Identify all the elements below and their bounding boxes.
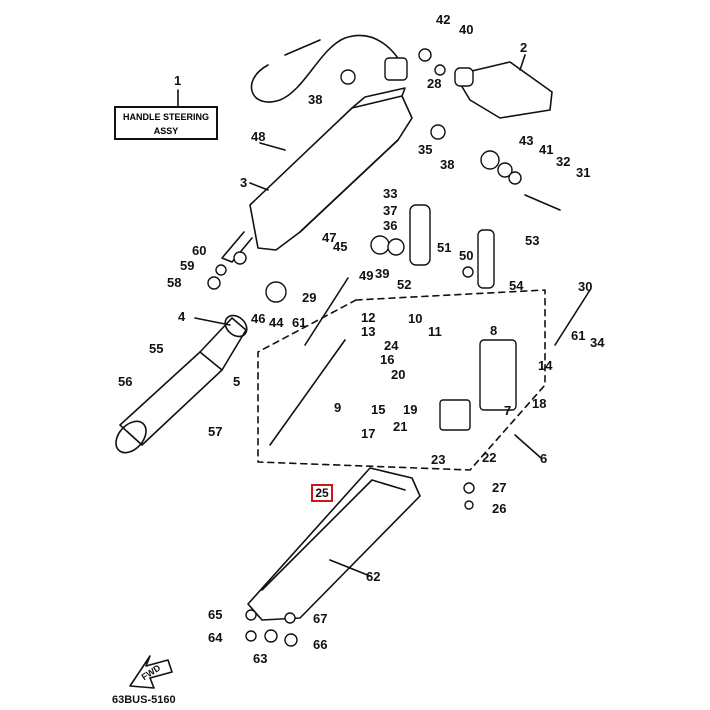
part-label-41: 41 [539,142,553,157]
part-label-18: 18 [532,396,546,411]
part-label-10: 10 [408,311,422,326]
subassembly-outline [257,289,546,471]
part-label-2: 2 [520,40,527,55]
part-label-9: 9 [334,400,341,415]
part-label-31: 31 [576,165,590,180]
part-label-40: 40 [459,22,473,37]
part-label-4: 4 [178,309,186,324]
part-label-54: 54 [509,278,524,293]
part-label-44: 44 [269,315,284,330]
part-label-20: 20 [391,367,405,382]
part-label-32: 32 [556,154,570,169]
part-label-19: 19 [403,402,417,417]
part-label-42: 42 [436,12,450,27]
part-label-14: 14 [538,358,553,373]
part-label-66: 66 [313,637,327,652]
part-label-59: 59 [180,258,194,273]
part-label-65: 65 [208,607,222,622]
part-label-16: 16 [380,352,394,367]
part-label-15: 15 [371,402,385,417]
part-label-67: 67 [313,611,327,626]
base-plate [247,467,421,621]
part-label-56: 56 [118,374,132,389]
part-label-3: 3 [240,175,247,190]
part-label-23: 23 [431,452,445,467]
part-label-52: 52 [397,277,411,292]
part-label-50: 50 [459,248,473,263]
part-label-43: 43 [519,133,533,148]
part-label-5: 5 [233,374,240,389]
part-label-28: 28 [427,76,441,91]
fwd-arrow-outline [129,655,173,689]
part-label-37: 37 [383,203,397,218]
part-label-21: 21 [393,419,407,434]
part-label-46: 46 [251,311,265,326]
link-rod [304,277,349,346]
part-label-61: 61 [292,315,306,330]
part-label-7: 7 [504,403,511,418]
part-label-29: 29 [302,290,316,305]
highlighted-part-callout[interactable]: 25 [311,484,333,502]
part-label-36: 36 [383,218,397,233]
part-label-62: 62 [366,569,380,584]
part-label-38: 38 [308,92,322,107]
part-label-60: 60 [192,243,206,258]
part-label-1: 1 [174,73,181,88]
part-label-39: 39 [375,266,389,281]
diagram-code: 63BUS-5160 [112,694,176,706]
part-label-58: 58 [167,275,181,290]
part-label-30: 30 [578,279,592,294]
part-label-13: 13 [361,324,375,339]
shift-rod [554,289,591,346]
control-rod [269,339,346,446]
part-label-27: 27 [492,480,506,495]
part-label-61-right: 61 [571,328,585,343]
pivot-bracket [454,61,553,119]
part-label-35: 35 [418,142,432,157]
part-label-48: 48 [251,129,265,144]
tiller-grip [221,231,253,263]
part-label-33: 33 [383,186,397,201]
part-label-47: 47 [322,230,336,245]
part-label-22: 22 [482,450,496,465]
assembly-title-line2: ASSY [153,126,179,136]
part-label-51: 51 [437,240,451,255]
part-label-8: 8 [490,323,497,338]
part-number-labels: 1 2 3 4 5 6 7 8 9 10 11 12 13 14 15 16 1… [118,12,605,666]
part-label-38-lower: 38 [440,157,454,172]
part-label-6: 6 [540,451,547,466]
part-label-53: 53 [525,233,539,248]
assembly-title-box: HANDLE STEERING ASSY [114,106,218,140]
grip-shaft [199,317,247,371]
assembly-title-line1: HANDLE STEERING [122,112,209,122]
part-label-26: 26 [492,501,506,516]
part-label-64: 64 [208,630,223,645]
part-label-11: 11 [428,324,442,339]
part-label-57: 57 [208,424,222,439]
part-label-63: 63 [253,651,267,666]
throttle-cable [250,34,406,103]
part-label-55: 55 [149,341,163,356]
part-label-49: 49 [359,268,373,283]
part-label-34: 34 [590,335,605,350]
part-label-12: 12 [361,310,375,325]
long-bolt [524,194,561,211]
part-label-24: 24 [384,338,399,353]
part-label-17: 17 [361,426,375,441]
throttle-tube [119,351,223,446]
part-label-45: 45 [333,239,347,254]
